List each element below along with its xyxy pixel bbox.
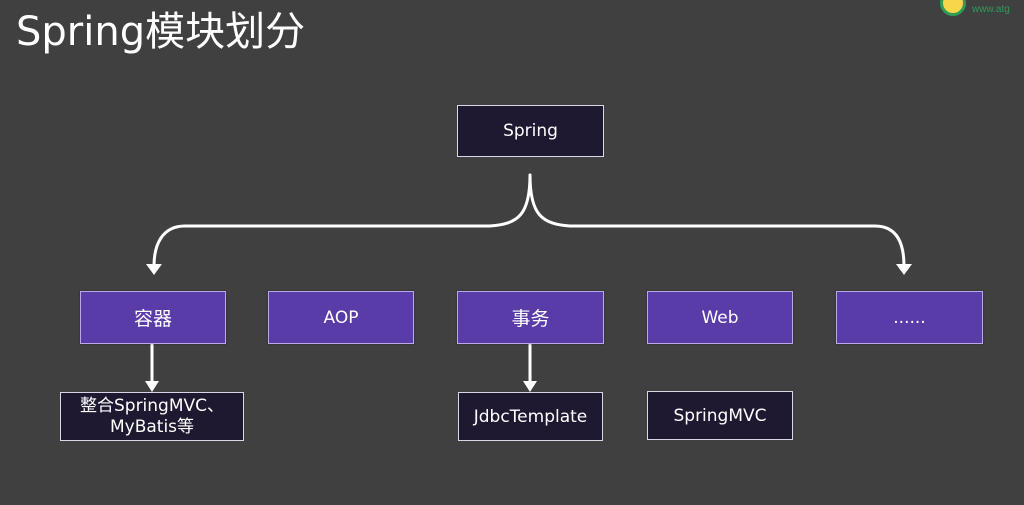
module-container-label: 容器 xyxy=(133,308,172,330)
module-more-label: ...... xyxy=(893,307,926,328)
module-transaction-node: 事务 xyxy=(457,291,604,344)
arrowhead-container-detail xyxy=(145,381,159,392)
module-aop-node: AOP xyxy=(268,291,414,344)
slide-title: Spring模块划分 xyxy=(16,9,306,55)
logo-text: www.atg xyxy=(972,4,1010,15)
container-detail-node: 整合SpringMVC、 MyBatis等 xyxy=(60,392,244,441)
brace-connector-right xyxy=(528,173,906,268)
module-web-node: Web xyxy=(647,291,793,344)
arrowhead-container xyxy=(146,264,162,275)
container-detail-line1: 整合SpringMVC、 xyxy=(79,395,225,416)
module-web-label: Web xyxy=(701,307,739,328)
web-detail-label: SpringMVC xyxy=(673,405,767,426)
spring-root-label: Spring xyxy=(503,121,558,141)
module-more-node: ...... xyxy=(836,291,983,344)
module-aop-label: AOP xyxy=(323,307,359,328)
brand-logo: www.atg xyxy=(940,0,1024,20)
spring-root-node: Spring xyxy=(457,105,604,157)
container-detail-line2: MyBatis等 xyxy=(109,416,195,437)
web-detail-node: SpringMVC xyxy=(647,391,793,440)
brace-connector-left xyxy=(152,173,532,268)
transaction-detail-node: JdbcTemplate xyxy=(458,392,603,441)
logo-icon xyxy=(940,0,966,16)
arrowhead-transaction-detail xyxy=(523,381,537,392)
transaction-detail-label: JdbcTemplate xyxy=(473,406,588,427)
module-container-node: 容器 xyxy=(80,291,226,344)
arrowhead-more xyxy=(896,264,912,275)
module-transaction-label: 事务 xyxy=(511,308,550,330)
